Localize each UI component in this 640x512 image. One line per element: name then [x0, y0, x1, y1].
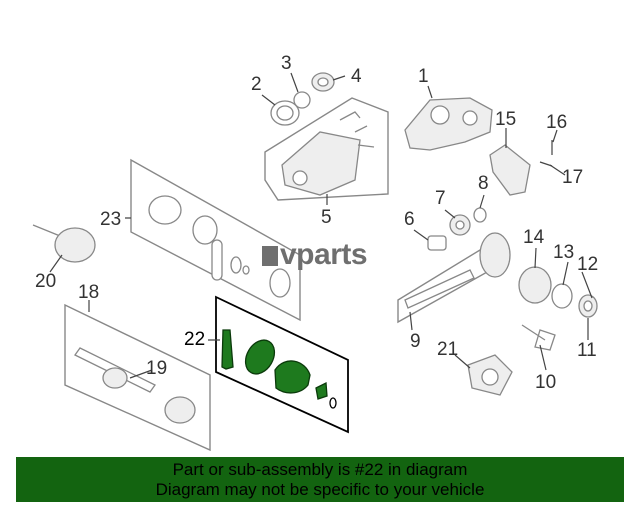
callout-2[interactable]: 2	[251, 74, 262, 95]
leader-lines	[49, 72, 593, 379]
callout-4[interactable]: 4	[351, 66, 362, 87]
vparts-logo: vparts	[262, 238, 368, 272]
axle-shaft-19	[74, 347, 196, 424]
info-banner: Part or sub-assembly is #22 in diagram D…	[16, 457, 624, 502]
callout-18[interactable]: 18	[78, 282, 99, 303]
callout-23[interactable]: 23	[100, 209, 121, 230]
callout-19[interactable]: 19	[146, 358, 167, 379]
callout-3[interactable]: 3	[281, 53, 292, 74]
callout-6[interactable]: 6	[404, 209, 415, 230]
pinion-gear-9	[404, 232, 511, 309]
diff-case-13-14	[518, 266, 598, 318]
flange-10	[521, 324, 556, 351]
callout-22[interactable]: 22	[184, 329, 205, 350]
callout-5[interactable]: 5	[321, 207, 332, 228]
callout-11[interactable]: 11	[577, 340, 597, 361]
boot-clamp-small	[315, 381, 328, 400]
callout-15[interactable]: 15	[495, 109, 516, 130]
boot-clamp-large	[244, 339, 276, 375]
o-ring	[329, 397, 337, 409]
callout-1[interactable]: 1	[418, 66, 429, 87]
logo-mark-icon	[262, 246, 278, 266]
diff-cover-assembly	[281, 111, 375, 196]
logo-text: vparts	[280, 238, 368, 271]
callout-13[interactable]: 13	[553, 242, 574, 263]
boot-kit-23	[148, 195, 291, 298]
callout-14[interactable]: 14	[523, 227, 545, 248]
callout-20[interactable]: 20	[35, 271, 56, 292]
callout-10[interactable]: 10	[535, 372, 556, 393]
callout-9[interactable]: 9	[410, 331, 421, 352]
cover-15	[489, 144, 531, 196]
cv-boot	[274, 360, 311, 394]
banner-line-1: Part or sub-assembly is #22 in diagram	[172, 460, 468, 479]
callout-7[interactable]: 7	[435, 188, 446, 209]
differential-carrier	[404, 97, 493, 151]
seal-parts-2-4	[270, 72, 335, 126]
joint-20	[32, 224, 96, 263]
callout-8[interactable]: 8	[478, 173, 489, 194]
bolts-16-17	[539, 140, 553, 167]
callout-17[interactable]: 17	[562, 167, 583, 188]
boot-kit-22[interactable]	[221, 329, 337, 409]
callout-21[interactable]: 21	[437, 339, 458, 360]
bearings-6-7-8	[427, 207, 487, 251]
callout-16[interactable]: 16	[546, 112, 567, 133]
banner-line-2: Diagram may not be specific to your vehi…	[155, 480, 485, 499]
bracket-21	[467, 354, 513, 396]
callout-12[interactable]: 12	[577, 254, 598, 275]
grease-tube	[221, 329, 234, 370]
